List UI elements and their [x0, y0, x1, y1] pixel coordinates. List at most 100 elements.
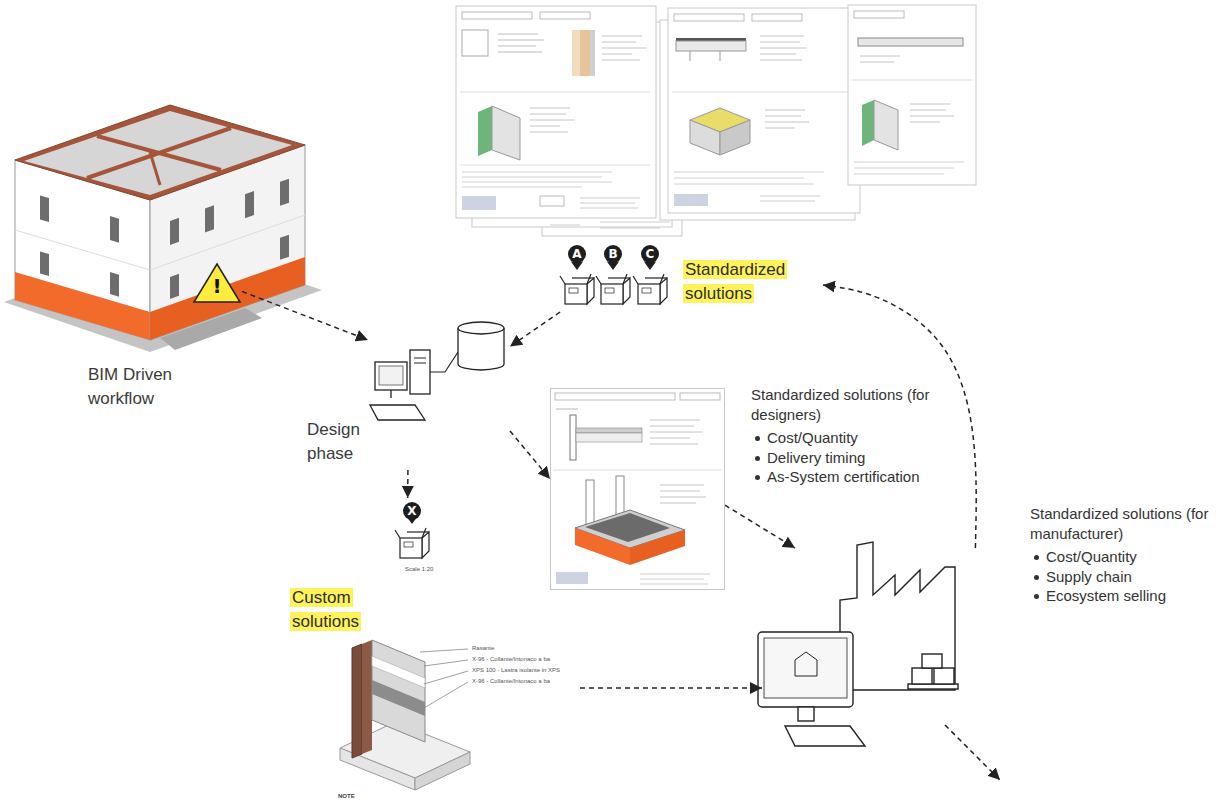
package-icons: [565, 284, 587, 304]
package-icons: [596, 262, 630, 304]
designer-sheet-drawing: [553, 470, 722, 471]
factory-icon: [934, 668, 954, 684]
package-icons: [596, 274, 627, 284]
solution-sheets: [672, 92, 855, 93]
designer-sheet-drawing: [550, 388, 725, 590]
list-item: Cost/Quantity: [751, 428, 936, 448]
solution-sheets: [860, 56, 900, 62]
package-icons: [608, 262, 618, 269]
solution-sheets: [590, 30, 595, 76]
solution-sheets: [462, 12, 532, 19]
package-icons: [638, 284, 660, 304]
package-icons: [633, 262, 667, 304]
solution-sheets: [676, 41, 746, 51]
building-illustration: [150, 257, 305, 340]
solution-sheets: [760, 196, 820, 201]
layer-label: X-96 - Collante/Intonaco a ba: [472, 656, 550, 663]
designer-sheet-drawing: [640, 574, 710, 584]
building-illustration: [15, 105, 305, 200]
building-illustration: [15, 230, 150, 270]
package-icons: [601, 284, 623, 304]
scale-note: Scale 1:20: [405, 566, 433, 573]
factory-icon: [922, 654, 942, 668]
solution-sheets: [462, 30, 488, 56]
solution-sheets: [690, 51, 720, 61]
designer-sheet-drawing: [575, 528, 630, 565]
solution-sheets: [874, 100, 898, 150]
database-icon: [458, 322, 504, 334]
computer-icon: [410, 350, 430, 394]
solution-sheets: [540, 196, 564, 206]
text-block: Custom solutions: [290, 586, 382, 634]
package-icons: [560, 262, 594, 304]
package-icons: [395, 516, 429, 558]
callout-letter: X: [403, 502, 421, 520]
solution-sheets: [540, 12, 590, 19]
package-icons: [642, 288, 651, 293]
solution-sheets: [602, 36, 646, 60]
wall-detail-drawing: [372, 680, 425, 716]
solution-sheets: [492, 106, 520, 160]
callout-letter: X: [403, 502, 421, 520]
wall-detail-drawing: [340, 748, 415, 790]
manufacturer-station: Standardized solutions (for manufacturer…: [762, 548, 982, 748]
package-icons: [404, 542, 413, 547]
callout-letter: C: [641, 245, 659, 263]
designer-sheet: Standardized solutions (for designers)Co…: [550, 388, 725, 590]
custom-solution-group: Custom solutions: [288, 498, 580, 795]
note-label: NOTE: [338, 793, 355, 800]
designer-sheet-drawing: [550, 388, 725, 590]
building-illustration: [245, 191, 254, 218]
node-title: Custom solutions: [290, 588, 361, 631]
layer-label: X-96 - Collante/Intonaco a ba: [472, 678, 550, 685]
solution-sheets: [460, 165, 650, 166]
note-label: NOTE: [338, 793, 355, 800]
computer-icon: [375, 362, 407, 390]
building-illustration: [87, 128, 231, 178]
solution-sheets: [910, 104, 954, 122]
solution-sheets: [498, 34, 544, 52]
node-title: !: [192, 275, 242, 297]
solution-sheets: [674, 14, 744, 21]
solution-sheets: [462, 196, 496, 210]
wall-detail-drawing: [362, 640, 372, 754]
solution-sheets: [478, 106, 492, 156]
wall-detail-drawing: [415, 752, 470, 790]
list-item: Delivery timing: [751, 448, 936, 468]
solution-sheets: [854, 162, 964, 174]
computer-icon: [414, 358, 426, 359]
computer-icon: [370, 405, 425, 420]
building-illustration: [24, 111, 292, 195]
text-block: Design phase: [307, 418, 379, 466]
computer-icon: [430, 352, 458, 372]
solution-sheets: [852, 80, 972, 81]
package-icons: [608, 277, 630, 278]
building-illustration: [280, 179, 289, 206]
layer-label: XPS 100 - Lastra isolante in XPS: [472, 667, 560, 674]
flow-arrow: [823, 285, 976, 548]
designer-sheet-drawing: [576, 433, 642, 442]
list-item: Ecosystem selling: [1030, 586, 1212, 606]
building-illustration: [97, 136, 221, 170]
solution-sheets: [580, 30, 590, 76]
warning-sign: !: [192, 262, 242, 304]
factory-icon: [840, 542, 955, 690]
standard-solutions-group: Standardized solutions: [548, 240, 823, 312]
text-block: Standardized solutions (for manufacturer…: [1030, 504, 1212, 606]
package-icons: [645, 277, 667, 278]
solution-sheets: [858, 38, 963, 46]
building-illustration: [15, 272, 150, 340]
package-icons: [407, 531, 429, 532]
building-illustration: [280, 235, 289, 260]
solution-sheets: [848, 5, 976, 185]
solution-sheets: [580, 198, 640, 208]
solution-sheets: [668, 8, 860, 213]
wall-detail-drawing: [352, 644, 362, 758]
flow-arrow: [510, 312, 560, 347]
callout-letter: B: [604, 245, 622, 263]
callout-letter: A: [568, 245, 586, 263]
solution-sheets: [854, 11, 904, 18]
connector-group: [242, 285, 976, 688]
